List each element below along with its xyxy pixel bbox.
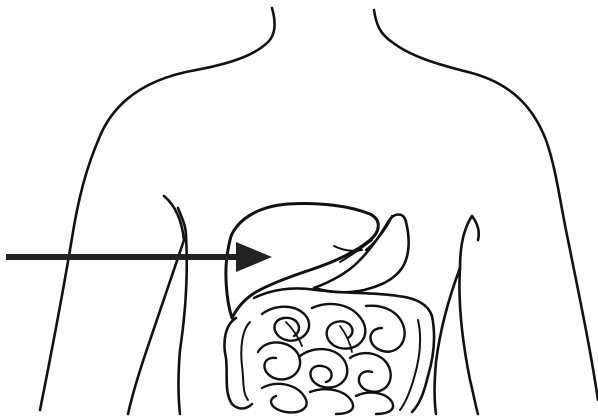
intestine-coil: [310, 389, 353, 414]
intestine-coil: [366, 306, 405, 352]
small-intestine: [258, 304, 405, 414]
intestine-coil: [356, 393, 393, 414]
right-torso-side: [435, 268, 461, 414]
intestine-coil: [312, 304, 365, 349]
intestine-coil: [350, 353, 391, 392]
intestine-coil: [258, 342, 300, 379]
pointer-arrow: [6, 242, 272, 272]
stomach: [314, 215, 409, 293]
stomach-outline: [314, 215, 409, 293]
intestine-coil: [262, 384, 307, 413]
arrow-head: [236, 242, 272, 272]
descending-colon: [412, 316, 434, 412]
neck-left-line: [196, 8, 275, 70]
ascending-colon-inner: [241, 322, 250, 400]
left-shoulder-line: [40, 70, 196, 410]
intestine-coil: [262, 307, 309, 341]
right-armpit-fold: [472, 216, 479, 240]
torso-outline: [40, 8, 598, 414]
intestine-coil: [300, 349, 347, 388]
right-shoulder-line: [468, 72, 598, 400]
descending-colon-inner: [400, 320, 420, 410]
ascending-colon: [224, 318, 252, 409]
left-armpit-line: [128, 196, 184, 414]
neck-right-line: [374, 10, 468, 72]
transverse-colon: [254, 288, 432, 316]
left-torso-side: [179, 236, 187, 414]
right-armpit-line: [459, 216, 478, 414]
